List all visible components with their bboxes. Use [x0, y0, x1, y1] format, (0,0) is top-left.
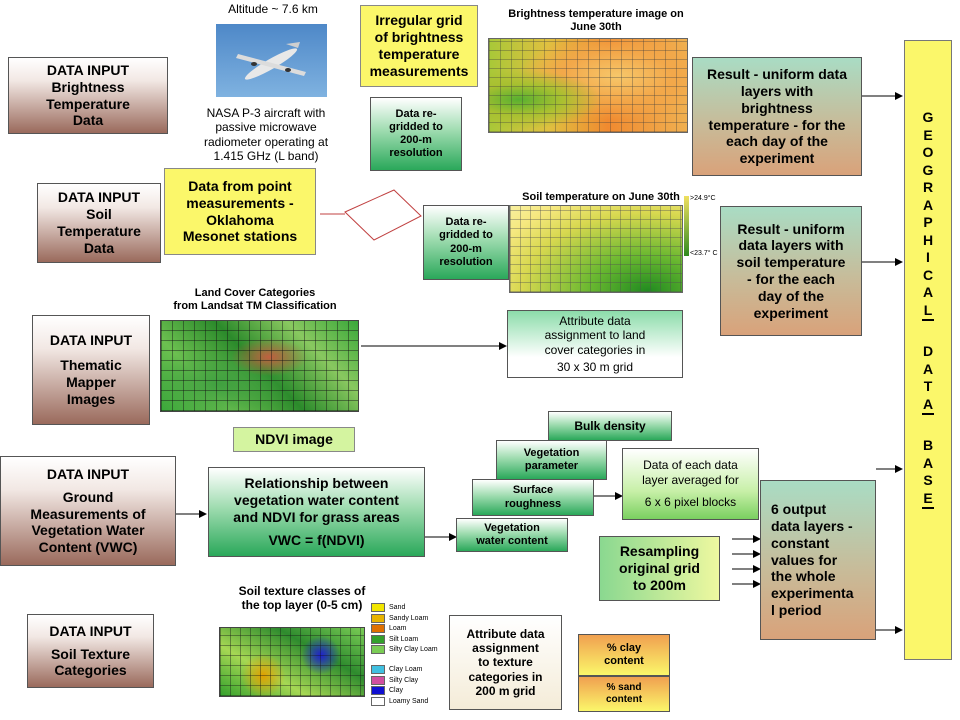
legend-label: Loamy Sand — [389, 697, 429, 705]
geo-letter: A — [922, 284, 934, 300]
data-input-soil-texture: DATA INPUT Soil Texture Categories — [27, 614, 154, 688]
geo-letter: I — [926, 249, 930, 265]
legend-label: Loam — [389, 625, 407, 632]
geo-letter: E — [923, 126, 933, 143]
geo-letter: A — [922, 454, 934, 471]
clay-content-box: % clay content — [578, 634, 670, 676]
legend-item: Loam — [371, 624, 441, 633]
geo-letter: C — [922, 266, 934, 283]
regridded-box-soil: Data re- gridded to 200-m resolution — [423, 205, 509, 280]
legend-item: Loamy Sand — [371, 696, 441, 706]
geo-letter: H — [922, 231, 934, 248]
legend-item: Silty Clay — [371, 675, 441, 685]
legend-label: Clay Loam — [389, 666, 423, 673]
legend-label: Clay — [389, 687, 404, 694]
geo-letter: G — [922, 109, 934, 125]
soil-temp-title: Soil temperature on June 30th — [522, 191, 680, 203]
result-soil-box: Result - uniform data layers with soil t… — [720, 206, 862, 336]
surface-roughness-box: Surface roughness — [472, 479, 594, 516]
ndvi-image-box: NDVI image — [233, 427, 355, 452]
geo-letter: R — [922, 179, 934, 195]
geo-underline — [922, 506, 934, 509]
geo-letter: E — [923, 489, 933, 506]
legend-item: Silt Loam — [371, 634, 441, 644]
legend-swatch — [371, 613, 385, 623]
geo-letter: G — [922, 161, 934, 178]
soil-texture-map — [219, 627, 365, 697]
data-each-layer-box: Data of each data layer averaged for 6 x… — [622, 448, 759, 520]
resampling-box: Resampling original grid to 200m — [599, 536, 720, 601]
data-input-ground: DATA INPUT Ground Measurements of Vegeta… — [0, 456, 176, 566]
data-input-thematic: DATA INPUT Thematic Mapper Images — [32, 315, 150, 425]
regridded-box-bt: Data re- gridded to 200-m resolution — [370, 97, 462, 171]
legend-item: Clay Loam — [371, 665, 441, 674]
geo-letter: A — [922, 395, 934, 412]
legend-swatch — [371, 645, 385, 654]
data-input-soil-temp: DATA INPUT Soil Temperature Data — [37, 183, 161, 263]
legend-item: Clay — [371, 686, 441, 695]
soil-temp-scale-high: >24.9°C — [690, 195, 716, 202]
relationship-box: Relationship between vegetation water co… — [208, 467, 425, 557]
geo-underline — [922, 412, 934, 415]
legend-swatch — [371, 686, 385, 695]
result-brightness-box: Result - uniform data layers with bright… — [692, 57, 862, 176]
legend-label: Sandy Loam — [389, 614, 429, 622]
soil-temp-map — [509, 205, 683, 293]
geo-letter: P — [923, 214, 933, 230]
soil-texture-title: Soil texture classes of the top layer (0… — [238, 584, 366, 613]
legend-item: Sandy Loam — [371, 613, 441, 623]
soil-temp-scale-bar — [684, 196, 689, 256]
land-cover-map — [160, 320, 359, 412]
geo-letter: S — [923, 472, 933, 488]
aircraft-image — [216, 24, 327, 97]
mesonet-box: Data from point measurements - Oklahoma … — [164, 168, 316, 255]
legend-label: Sand — [389, 604, 406, 611]
sand-content-box: % sand content — [578, 676, 670, 712]
aircraft-caption: NASA P-3 aircraft with passive microwave… — [203, 106, 329, 164]
legend-swatch — [371, 603, 385, 612]
geo-letter: T — [923, 378, 933, 394]
legend-swatch — [371, 624, 385, 633]
bt-image-title: Brightness temperature image on June 30t… — [508, 8, 684, 34]
legend-swatch — [371, 675, 385, 685]
bulk-density-box: Bulk density — [548, 411, 672, 441]
legend-swatch — [371, 696, 385, 706]
irregular-grid-box: Irregular grid of brightness temperature… — [360, 5, 478, 87]
altitude-label: Altitude ~ 7.6 km — [228, 2, 318, 16]
geo-letter: D — [922, 343, 934, 359]
vegetation-parameter-box: Vegetation parameter — [496, 440, 607, 480]
geo-letter: O — [922, 144, 934, 160]
legend-label: Silty Clay — [389, 676, 419, 684]
legend-swatch — [371, 665, 385, 674]
legend-item: Sand — [371, 603, 441, 612]
mesonet-map-frame — [344, 189, 422, 241]
geo-letter: L — [923, 301, 933, 318]
geo-letter: A — [922, 360, 934, 377]
data-input-brightness: DATA INPUT Brightness Temperature Data — [8, 57, 168, 134]
geo-letter: B — [922, 437, 934, 453]
legend-label: Silty Clay Loam — [389, 646, 438, 653]
attribute-texture-box: Attribute data assignment to texture cat… — [449, 615, 562, 710]
soil-temp-scale-low: <23.7° C — [690, 250, 718, 257]
legend-label: Silt Loam — [389, 635, 419, 643]
aircraft-icon — [236, 42, 306, 80]
geo-underline — [922, 318, 934, 321]
legend-item: Silty Clay Loam — [371, 645, 441, 654]
bt-image-map — [488, 38, 688, 133]
vegetation-water-content-box: Vegetation water content — [456, 518, 568, 552]
legend-swatch — [371, 634, 385, 644]
attribute-land-cover-box: Attribute data assignment to land cover … — [507, 310, 683, 378]
geo-letter: A — [922, 196, 934, 213]
output-layers-box: 6 output data layers - constant values f… — [760, 480, 876, 640]
land-cover-title: Land Cover Categories from Landsat TM Cl… — [173, 287, 337, 313]
